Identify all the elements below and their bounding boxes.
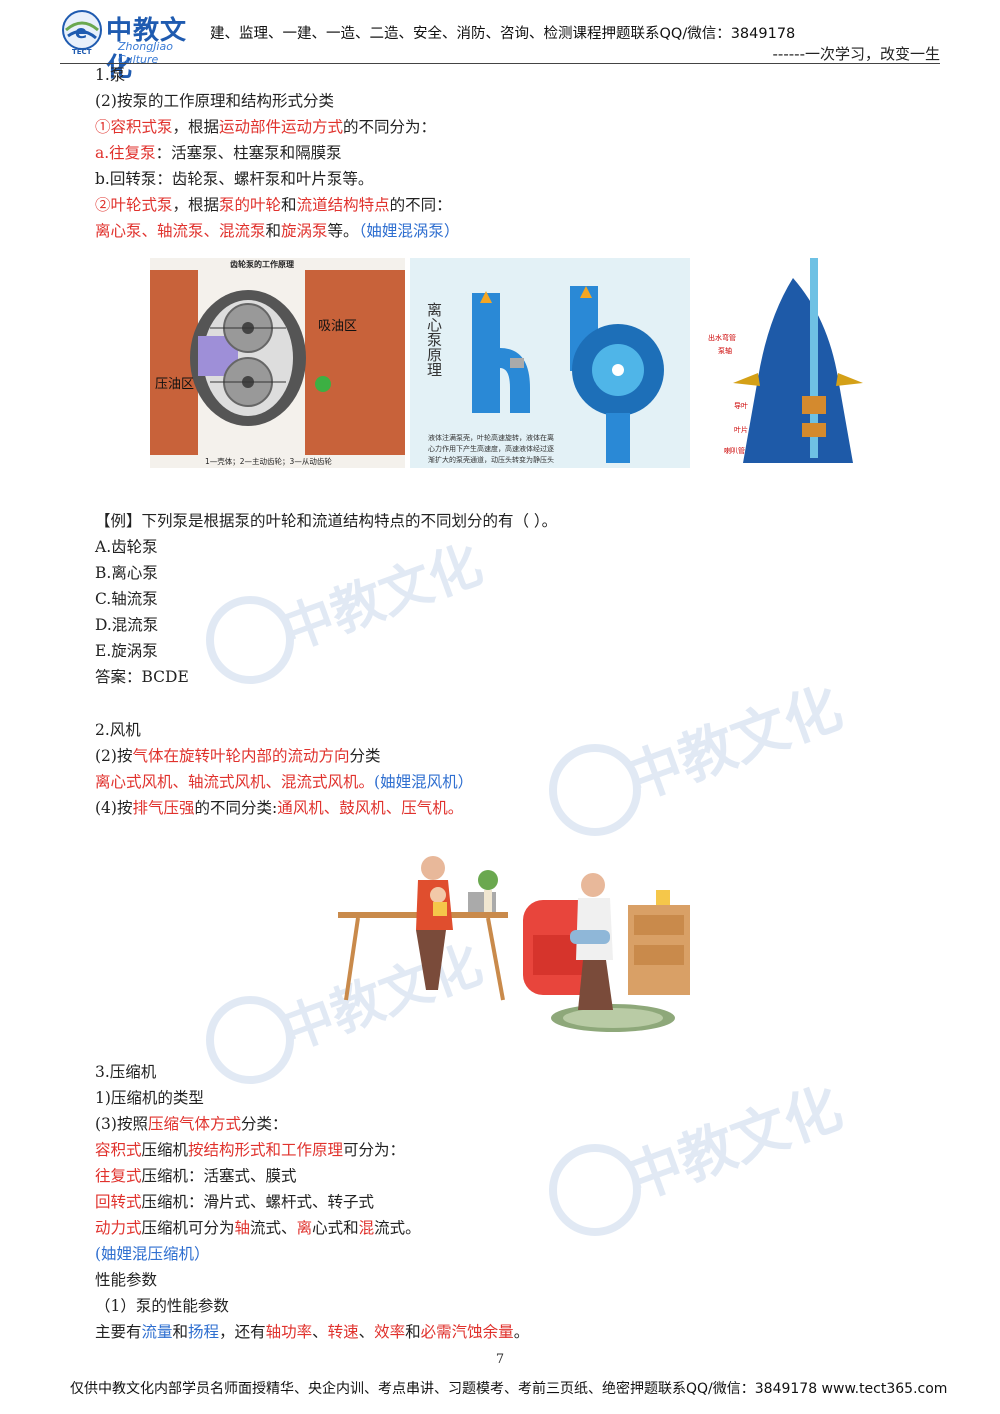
gear-label-pressure: 压油区	[155, 377, 194, 392]
centrifugal-caption-3: 渐扩大的泵壳通道，动压头转变为静压头	[428, 455, 554, 464]
logo-globe-icon: e	[62, 10, 102, 50]
fan-classification: (2)按气体在旋转叶轮内部的流动方向分类	[95, 747, 381, 765]
pump-impeller: ②叶轮式泵，根据泵的叶轮和流道结构特点的不同：	[95, 196, 452, 214]
example-answer: 答案：BCDE	[95, 668, 189, 686]
centrifugal-title: 离心泵原理	[425, 302, 443, 377]
watermark-text-2: 中教文化	[618, 680, 851, 813]
logo-subtitle: ZhongJiao Culture	[118, 40, 173, 66]
axial-label-bell: 喇叭管	[724, 446, 745, 455]
section-fan-title: 2.风机	[95, 721, 141, 739]
pump-impeller-types: 离心泵、轴流泵、混流泵和旋涡泵等。（妯娌混涡泵）	[95, 222, 460, 240]
axial-label-shaft: 泵轴	[718, 346, 732, 355]
option-a: A.齿轮泵	[95, 538, 158, 556]
pump-reciprocating: a.往复泵：活塞泵、柱塞泵和隔膜泵	[95, 144, 342, 162]
axial-pump-figure: 出水弯管 泵轴 导叶 叶片 喇叭管	[698, 258, 883, 468]
pump-positive-displacement: ①容积式泵，根据运动部件运动方式的不同分为：	[95, 118, 437, 136]
compressor-positive-displacement: 容积式压缩机按结构形式和工作原理可分为：	[95, 1141, 406, 1159]
logo-title: 中教文化	[106, 16, 188, 83]
section-pump-title: 1.泵	[95, 66, 126, 84]
page-footer: 仅供中教文化内部学员名师面授精华、央企内训、考点串讲、习题模考、考前三页纸、绝密…	[70, 1381, 948, 1397]
page-header: e 中教文化 ZhongJiao Culture TECT 建、监理、一建、一造…	[60, 8, 940, 83]
compressor-rotary: 回转式压缩机：滑片式、螺杆式、转子式	[95, 1193, 375, 1211]
option-d: D.混流泵	[95, 616, 159, 634]
compressor-classification: (3)按照压缩气体方式分类：	[95, 1115, 288, 1133]
section-performance-title: 性能参数	[95, 1271, 158, 1289]
section-compressor-title: 3.压缩机	[95, 1063, 157, 1081]
fan-pressure-types: (4)按排气压强的不同分类:通风机、鼓风机、压气机。	[95, 799, 464, 817]
compressor-mnemonic: (妯娌混压缩机）	[95, 1245, 210, 1263]
axial-label-outlet: 出水弯管	[708, 333, 736, 342]
axial-label-blade: 叶片	[734, 425, 748, 434]
pump-performance-heading: （1）泵的性能参数	[95, 1297, 229, 1315]
option-c: C.轴流泵	[95, 590, 158, 608]
header-slogan: ------一次学习，改变一生	[772, 45, 940, 63]
example-question: 【例】下列泵是根据泵的叶轮和流道结构特点的不同划分的有（ ）。	[95, 512, 558, 530]
header-contact: 建、监理、一建、一造、二造、安全、消防、咨询、检测课程押题联系QQ/微信：384…	[210, 26, 796, 42]
gear-pump-figure: 齿轮泵的工作原理 吸油区 压油区 1—壳体；2—主动齿轮；3—从动齿轮	[150, 258, 405, 468]
gear-title: 齿轮泵的工作原理	[230, 259, 294, 269]
gear-label-suction: 吸油区	[318, 319, 357, 334]
logo: e 中教文化 ZhongJiao Culture TECT	[60, 8, 210, 83]
pump-classification-heading: (2)按泵的工作原理和结构形式分类	[95, 92, 334, 110]
pump-rotary: b.回转泵：齿轮泵、螺杆泵和叶片泵等。	[95, 170, 374, 188]
compressor-reciprocating: 往复式压缩机：活塞式、膜式	[95, 1167, 297, 1185]
watermark-text-4: 中教文化	[618, 1080, 851, 1213]
fan-types: 离心式风机、轴流式风机、混流式风机。(妯娌混风机）	[95, 773, 474, 791]
compressor-types-heading: 1)压缩机的类型	[95, 1089, 204, 1107]
gear-caption: 1—壳体；2—主动齿轮；3—从动齿轮	[205, 456, 332, 466]
centrifugal-pump-figure: 离心泵原理 液体注满泵壳，叶轮高速旋转，液体在离 心力作用下产生高速度，高速液体…	[410, 258, 690, 468]
option-b: B.离心泵	[95, 564, 158, 582]
axial-label-guide: 导叶	[734, 401, 748, 410]
header-divider	[60, 63, 940, 64]
centrifugal-caption-1: 液体注满泵壳，叶轮高速旋转，液体在离	[428, 433, 554, 442]
watermark-logo: 中教文化	[206, 540, 490, 684]
family-illustration	[338, 850, 700, 1035]
pump-performance-params: 主要有流量和扬程，还有轴功率、转速、效率和必需汽蚀余量。	[95, 1323, 530, 1341]
compressor-dynamic: 动力式压缩机可分为轴流式、离心式和混流式。	[95, 1219, 421, 1237]
page-number: 7	[495, 1352, 505, 1367]
option-e: E.旋涡泵	[95, 642, 158, 660]
svg-text:e: e	[75, 22, 87, 43]
watermark-logo-4: 中教文化	[549, 1080, 851, 1236]
centrifugal-caption-2: 心力作用下产生高速度，高速液体经过逐	[428, 444, 554, 453]
watermark-text: 中教文化	[274, 540, 490, 662]
logo-tect: TECT	[72, 48, 92, 56]
